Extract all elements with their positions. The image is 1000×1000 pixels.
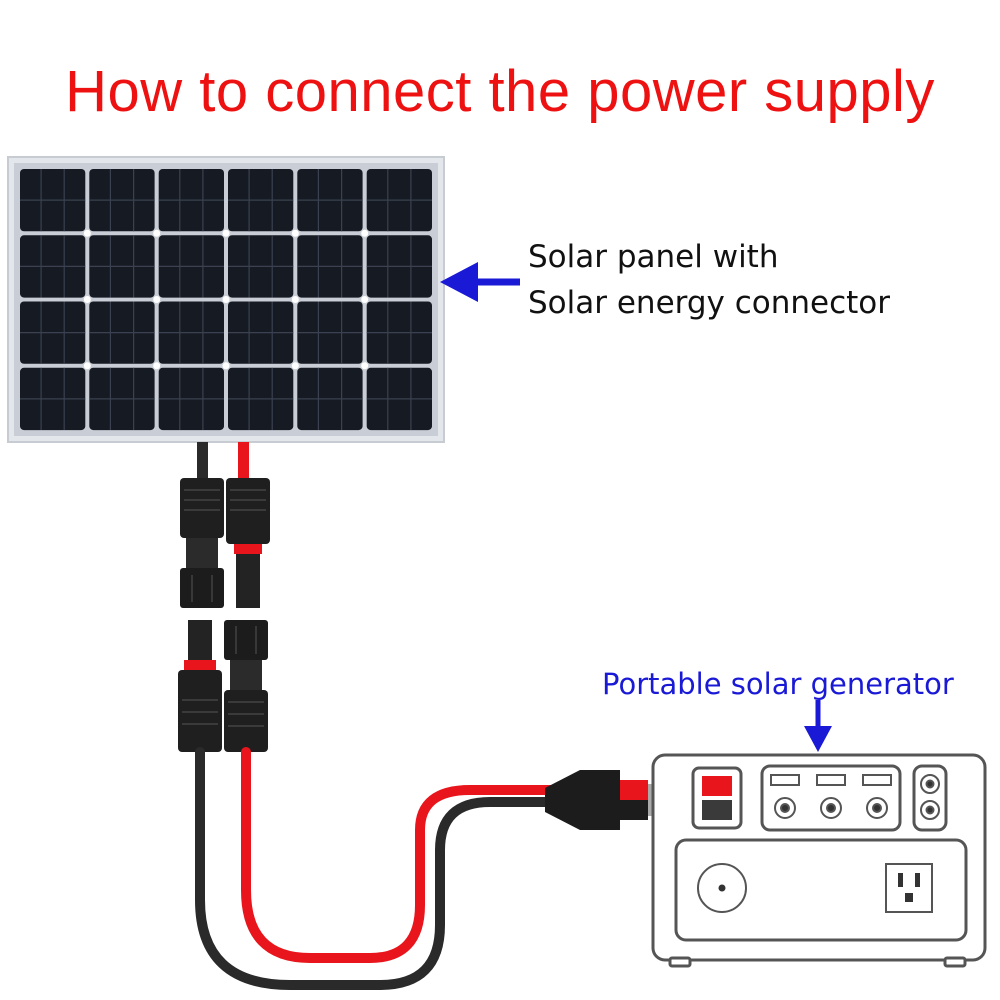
power-station-icon — [651, 753, 987, 968]
dc-port-icon — [774, 797, 888, 819]
page-title: How to connect the power supply — [65, 59, 935, 124]
solar-panel-caption-line1: Solar panel with — [528, 239, 779, 275]
mc4-connector-upper-right-icon — [226, 478, 270, 608]
solar-panel-caption-line2: Solar energy connector — [528, 285, 891, 321]
panel-pointer-arrow-icon — [440, 262, 520, 302]
panel-cable-pair — [197, 442, 249, 482]
usb-port-icon — [770, 774, 892, 786]
solar-panel-caption: Solar panel with Solar energy connector — [528, 234, 890, 326]
mc4-connector-lower-right-icon — [224, 620, 268, 752]
ac-outlet-icon — [885, 863, 933, 913]
round-dc-input-icon — [697, 863, 747, 913]
generator-cable-pair — [195, 747, 565, 990]
solar-cells — [20, 169, 432, 431]
mc4-connector-lower-left-icon — [178, 620, 222, 752]
mc4-connector-upper-left-icon — [180, 478, 224, 608]
side-dc-port-icon — [920, 774, 940, 820]
generator-pointer-arrow-icon — [804, 700, 832, 752]
solar-panel-icon — [7, 156, 445, 443]
power-switch-icon — [691, 766, 743, 830]
generator-caption: Portable solar generator — [602, 667, 954, 701]
anderson-connector-icon — [545, 770, 656, 830]
